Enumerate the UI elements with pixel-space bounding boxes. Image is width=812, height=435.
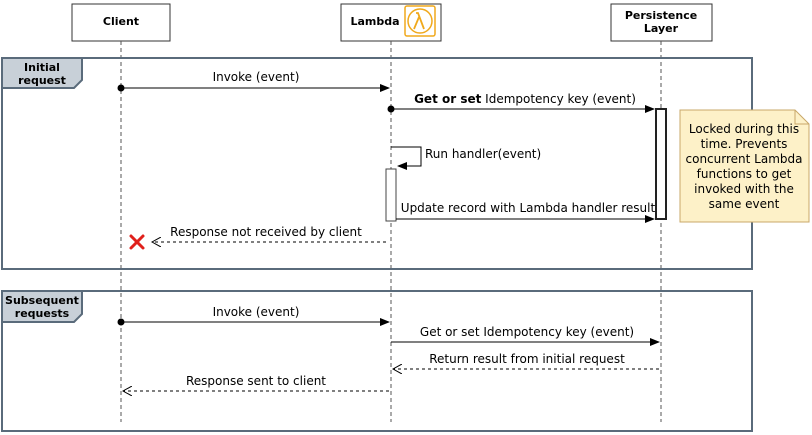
msg-response-not-received: Response not received by client bbox=[152, 225, 386, 242]
note-line6: same event bbox=[709, 197, 780, 211]
msg-initial-get-set-bold: Get or set bbox=[414, 92, 482, 106]
participant-lambda: Lambda bbox=[340, 3, 442, 42]
msg-response-sent-label: Response sent to client bbox=[186, 374, 326, 388]
frame-subsequent-requests: Subsequent requests bbox=[1, 290, 753, 432]
participant-client: Client bbox=[71, 3, 171, 42]
lambda-icon bbox=[404, 5, 436, 37]
activation-lambda bbox=[385, 168, 397, 222]
participant-lambda-label: Lambda bbox=[350, 15, 399, 28]
msg-initial-invoke: Invoke (event) bbox=[117, 70, 390, 92]
frame-initial-label-line1: Initial bbox=[24, 61, 60, 74]
note-line4: functions to get bbox=[697, 167, 792, 181]
frame-initial-request: Initial request bbox=[1, 57, 753, 270]
msg-initial-get-set: Get or set Idempotency key (event) bbox=[387, 92, 655, 113]
participant-persistence-label-line1: Persistence bbox=[625, 9, 697, 22]
note-line5: invoked with the bbox=[694, 182, 794, 196]
frame-subsequent-label-line2: requests bbox=[15, 307, 70, 320]
frame-initial-label-line2: request bbox=[18, 74, 66, 87]
participant-client-label: Client bbox=[103, 15, 139, 28]
msg-initial-get-set-label: Get or set Idempotency key (event) bbox=[414, 92, 636, 106]
msg-return-result-label: Return result from initial request bbox=[429, 352, 625, 366]
note-line3: concurrent Lambda bbox=[686, 152, 803, 166]
red-x-icon bbox=[129, 234, 145, 250]
note-locked: Locked during this time. Prevents concur… bbox=[679, 109, 810, 223]
msg-response-not-received-label: Response not received by client bbox=[170, 225, 362, 239]
msg-subsequent-get-set-label: Get or set Idempotency key (event) bbox=[420, 325, 634, 339]
msg-subsequent-get-set: Get or set Idempotency key (event) bbox=[391, 325, 660, 346]
msg-subsequent-invoke-label: Invoke (event) bbox=[213, 305, 300, 319]
msg-update-record-label: Update record with Lambda handler result bbox=[401, 201, 656, 215]
activation-persistence bbox=[655, 108, 667, 220]
msg-update-record: Update record with Lambda handler result bbox=[396, 201, 656, 223]
participant-persistence-layer: Persistence Layer bbox=[610, 3, 713, 42]
note-line1: Locked during this bbox=[689, 122, 799, 136]
msg-run-handler-label: Run handler(event) bbox=[425, 147, 541, 161]
msg-run-handler: Run handler(event) bbox=[391, 146, 541, 170]
msg-initial-get-set-rest: Idempotency key (event) bbox=[481, 92, 636, 106]
msg-return-result: Return result from initial request bbox=[393, 352, 659, 369]
msg-subsequent-invoke: Invoke (event) bbox=[117, 305, 390, 326]
msg-initial-invoke-label: Invoke (event) bbox=[213, 70, 300, 84]
frame-subsequent-label-line1: Subsequent bbox=[5, 294, 79, 307]
participant-persistence-label-line2: Layer bbox=[644, 22, 679, 35]
msg-response-sent: Response sent to client bbox=[123, 374, 389, 391]
note-line2: time. Prevents bbox=[701, 137, 788, 151]
